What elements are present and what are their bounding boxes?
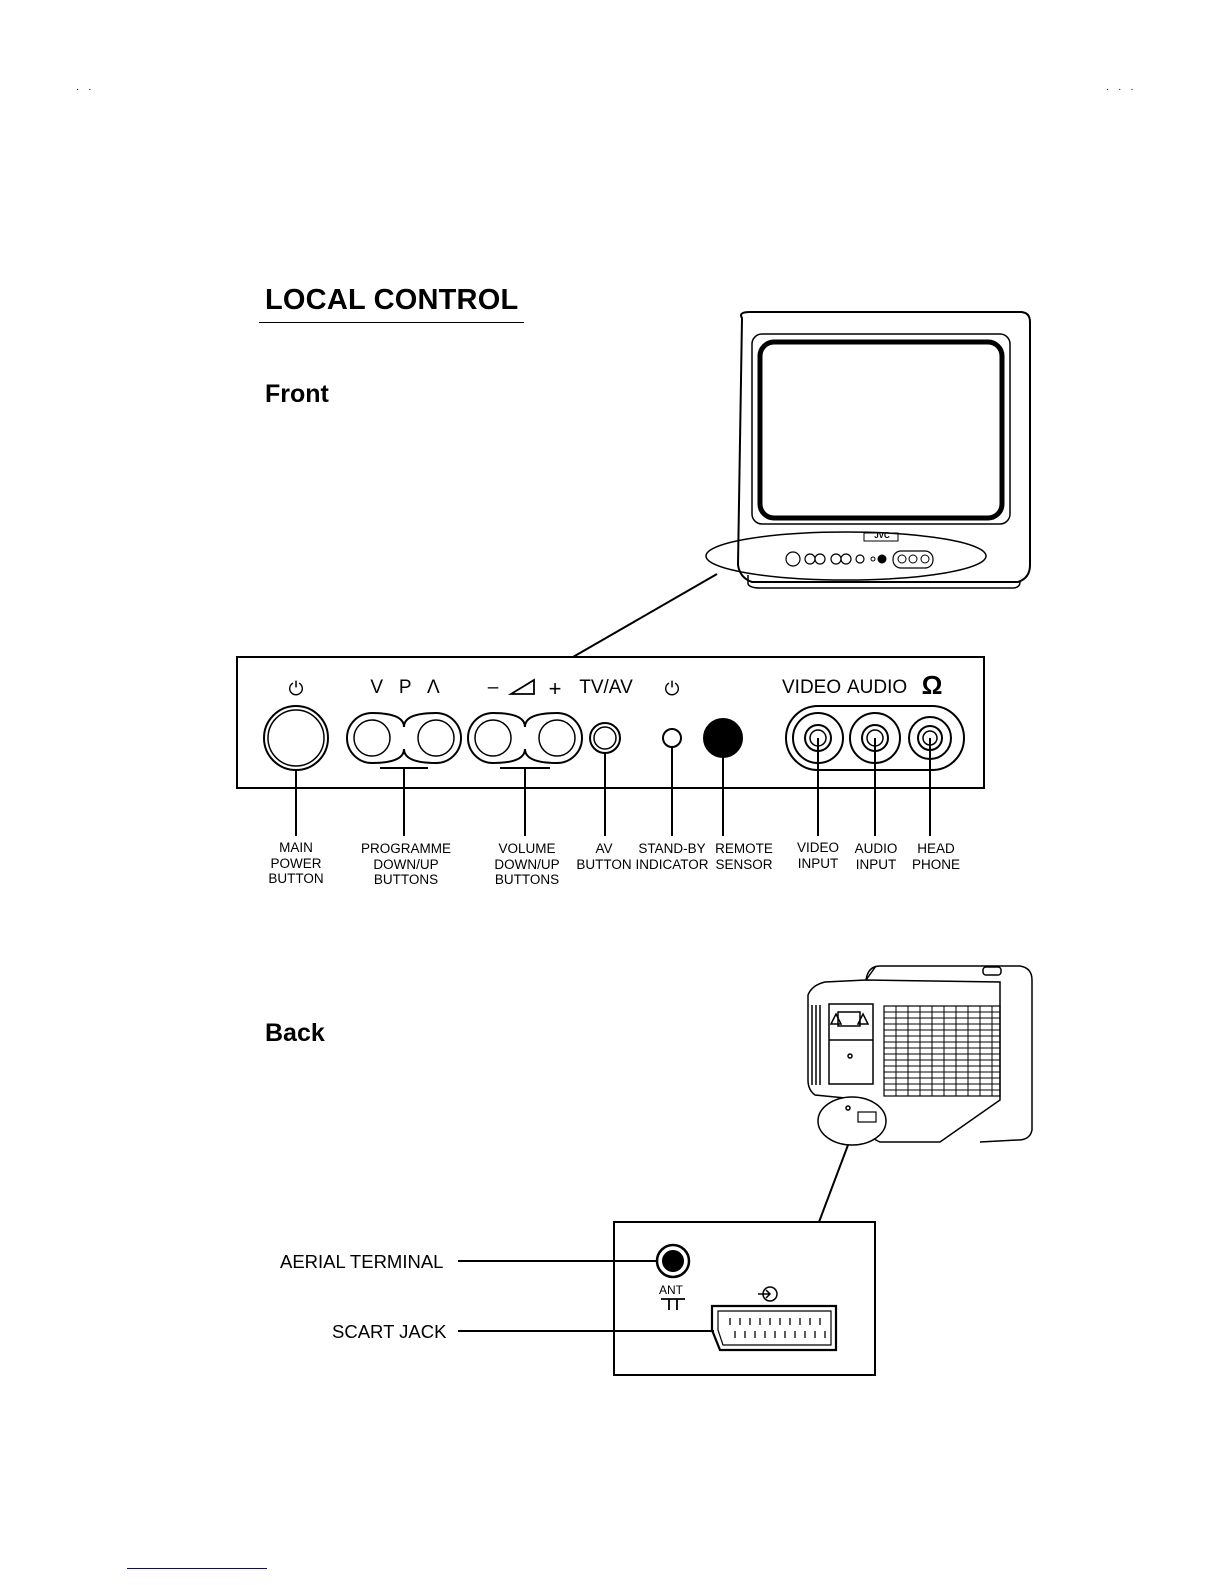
tvav-label: TV/AV [576, 677, 636, 699]
volume-minus-label: – [483, 677, 503, 699]
tv-back-illustration [808, 966, 1032, 1222]
headphone-icon: Ω [918, 670, 946, 701]
programme-symbols: V P Λ [360, 677, 450, 699]
ant-label: ANT [659, 1283, 683, 1297]
scart-jack-label: SCART JACK [332, 1321, 446, 1343]
brand-logo: JVC [866, 531, 898, 540]
tv-front-illustration [573, 312, 1030, 657]
video-label: VIDEO [782, 677, 841, 699]
footer-link-underline[interactable] [127, 1568, 267, 1569]
back-panel-diagram [458, 1222, 875, 1375]
standby-icon: ⏻ [660, 679, 684, 701]
volume-plus-label: + [545, 677, 565, 701]
audio-label: AUDIO [847, 677, 907, 699]
power-icon: ⏻ [284, 679, 308, 701]
aerial-terminal-label: AERIAL TERMINAL [280, 1251, 443, 1273]
